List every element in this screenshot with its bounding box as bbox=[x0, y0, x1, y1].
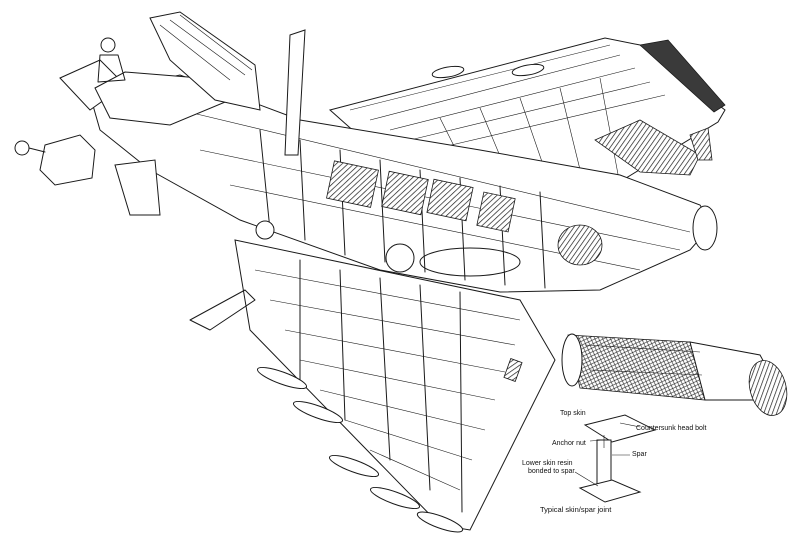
external-stores bbox=[256, 63, 545, 533]
label-countersunk-head-bolt: Countersunk head bolt bbox=[636, 425, 707, 432]
label-lower-skin-line1: Lower skin resin bbox=[522, 460, 573, 467]
skin-spar-joint-detail bbox=[574, 414, 657, 503]
port-wing bbox=[189, 239, 556, 531]
label-spar: Spar bbox=[632, 451, 647, 458]
engine-nozzle bbox=[692, 205, 718, 251]
detail-caption: Typical skin/spar joint bbox=[540, 505, 612, 514]
cockpit bbox=[59, 11, 261, 126]
detached-engine bbox=[561, 333, 788, 416]
label-lower-skin-line2: bonded to spar bbox=[528, 468, 575, 475]
canard-and-fins bbox=[114, 29, 306, 216]
ground-equipment bbox=[14, 134, 415, 273]
label-top-skin: Top skin bbox=[560, 410, 586, 417]
fuselage bbox=[89, 74, 713, 293]
label-anchor-nut: Anchor nut bbox=[552, 440, 586, 447]
